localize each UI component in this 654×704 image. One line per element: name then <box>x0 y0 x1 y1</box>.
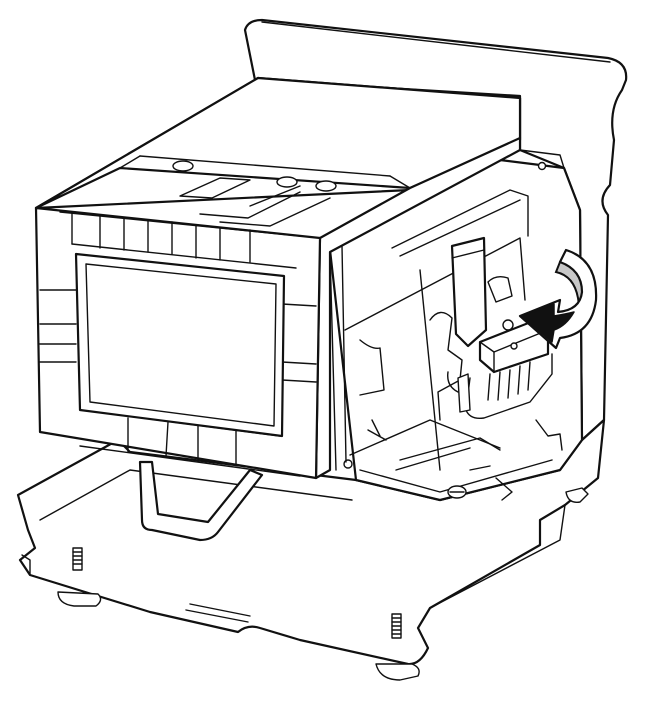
stand-back-panel <box>243 18 628 442</box>
base-screw <box>343 459 467 499</box>
mounting-stud-left <box>72 547 83 571</box>
stand-base-tray <box>16 418 606 666</box>
stand-feet <box>57 487 589 681</box>
paper-guide-bracket <box>450 236 488 348</box>
curved-arrow-icon <box>518 248 598 350</box>
support-bracket <box>138 460 264 542</box>
printer-display-window <box>74 252 286 438</box>
cutter-head-assembly <box>447 275 553 420</box>
mounting-stud-right <box>391 613 402 639</box>
printer-side-panel <box>314 136 522 480</box>
